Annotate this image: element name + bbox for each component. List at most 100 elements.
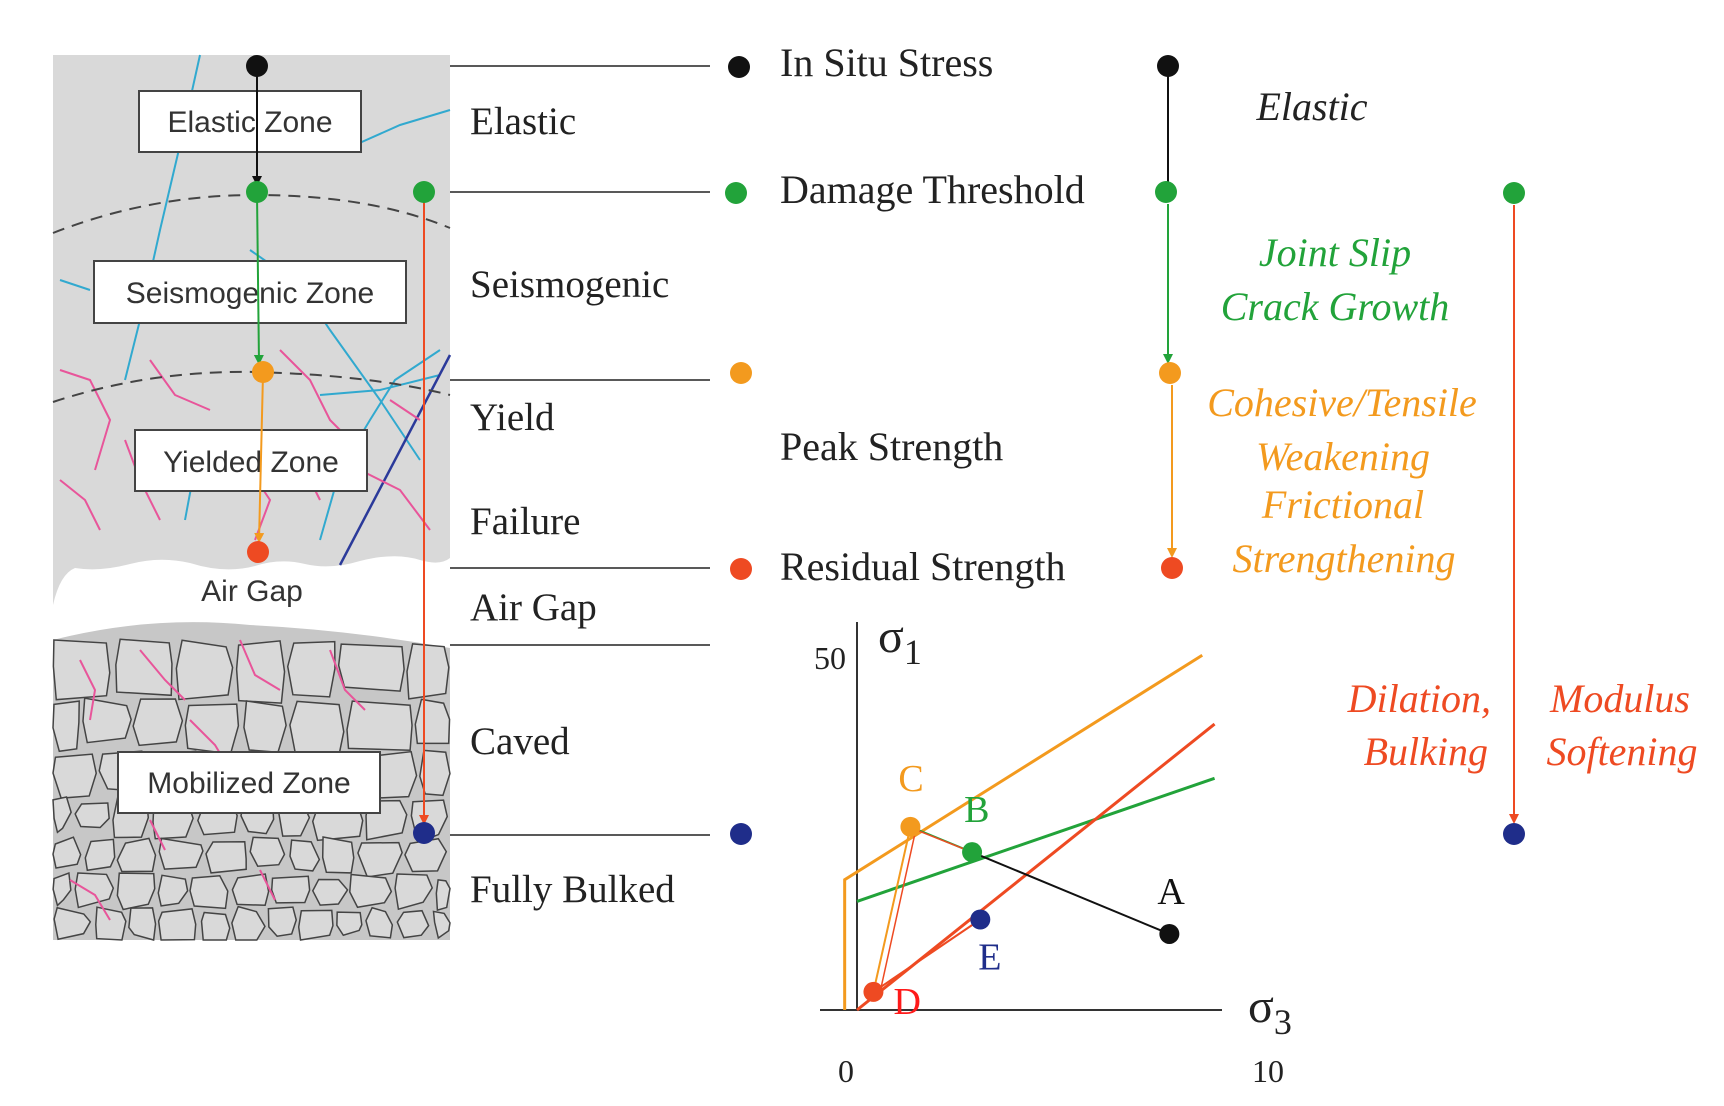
rock-block bbox=[84, 838, 116, 872]
process-joint-slip: Joint Slip bbox=[1259, 230, 1411, 275]
stage-fully-bulked: Fully Bulked bbox=[470, 868, 675, 911]
process-frictional: Frictional bbox=[1261, 482, 1424, 527]
rock-block bbox=[132, 698, 184, 747]
rock-block bbox=[432, 910, 451, 940]
rock-block bbox=[175, 639, 234, 701]
rock-block bbox=[297, 909, 334, 941]
rock-block bbox=[336, 911, 363, 937]
rock-block bbox=[52, 639, 111, 701]
rock-block bbox=[311, 878, 349, 906]
point-e bbox=[970, 909, 991, 930]
rock-block bbox=[406, 643, 450, 700]
rock-block bbox=[52, 836, 82, 869]
point-label-b: B bbox=[964, 789, 989, 831]
mobilized-zone-box: Mobilized Zone bbox=[117, 751, 381, 814]
peak-path-arrow bbox=[254, 373, 265, 543]
rock-block bbox=[235, 640, 286, 704]
rock-block bbox=[157, 908, 197, 941]
rock-block bbox=[52, 871, 72, 907]
point-label-c: C bbox=[898, 758, 923, 800]
x-tick-0: 0 bbox=[838, 1053, 854, 1089]
process-bulking: Bulking bbox=[1364, 729, 1488, 774]
damage-marker bbox=[725, 182, 747, 204]
process-elastic: Elastic bbox=[1255, 84, 1367, 129]
in-situ-dot bbox=[246, 55, 268, 77]
rock-block bbox=[289, 839, 321, 872]
rock-block bbox=[365, 906, 394, 939]
in-situ-stress-label: In Situ Stress bbox=[780, 40, 993, 85]
rock-block bbox=[200, 911, 231, 941]
rock-block bbox=[394, 873, 434, 911]
peak-strength-label: Peak Strength bbox=[780, 424, 1003, 469]
rock-block bbox=[337, 643, 405, 692]
rock-block bbox=[321, 836, 355, 874]
rock-block bbox=[116, 837, 157, 873]
residual-strength-label: Residual Strength bbox=[780, 544, 1066, 589]
process-bulked-dot bbox=[1503, 823, 1525, 845]
damage-threshold-label: Damage Threshold bbox=[780, 167, 1085, 212]
rock-block bbox=[74, 872, 115, 909]
rock-block bbox=[116, 872, 156, 911]
rock-block bbox=[128, 907, 157, 941]
bulked-marker bbox=[730, 823, 752, 845]
process-crack-growth: Crack Growth bbox=[1221, 284, 1450, 329]
point-b bbox=[962, 842, 983, 863]
stage-yield: Yield bbox=[470, 396, 555, 439]
elastic-zone-label: Elastic Zone bbox=[167, 106, 332, 139]
rock-block bbox=[249, 836, 286, 868]
point-a bbox=[1159, 923, 1180, 944]
rock-block bbox=[52, 796, 72, 834]
rock-block bbox=[404, 837, 448, 873]
point-c bbox=[900, 816, 921, 837]
rock-block bbox=[435, 879, 451, 912]
seismogenic-zone-label: Seismogenic Zone bbox=[126, 277, 374, 310]
y-tick-50: 50 bbox=[814, 640, 846, 676]
bulking-start-dot bbox=[413, 181, 435, 203]
damage-path-arrow bbox=[253, 193, 264, 365]
process-modulus: Modulus bbox=[1549, 676, 1690, 721]
seismogenic-zone-box: Seismogenic Zone bbox=[93, 260, 407, 324]
peak-strength-envelope bbox=[843, 653, 1204, 1010]
stage-caved: Caved bbox=[470, 720, 570, 763]
rock-block bbox=[267, 906, 298, 938]
point-d bbox=[863, 981, 884, 1002]
rock-block bbox=[396, 909, 430, 939]
rock-block bbox=[289, 700, 345, 759]
process-damage-dot bbox=[1155, 181, 1177, 203]
stage-seismogenic: Seismogenic bbox=[470, 263, 669, 306]
rock-block bbox=[53, 906, 92, 941]
rock-block bbox=[419, 749, 451, 797]
mobilized-zone-label: Mobilized Zone bbox=[147, 767, 350, 800]
rock-block bbox=[231, 905, 266, 941]
rock-block bbox=[52, 700, 80, 753]
rock-block bbox=[189, 874, 229, 910]
point-label-d: D bbox=[893, 981, 920, 1023]
path-d-to-e bbox=[872, 918, 982, 993]
x-tick-10: 10 bbox=[1252, 1053, 1284, 1089]
rock-block bbox=[414, 698, 451, 745]
path-a-to-b bbox=[970, 850, 1170, 935]
rock-block bbox=[158, 837, 204, 870]
path-c-to-d-residual bbox=[880, 826, 918, 987]
stage-air-gap: Air Gap bbox=[470, 586, 597, 629]
residual-marker bbox=[730, 558, 752, 580]
rock-block bbox=[82, 697, 132, 744]
rock-block bbox=[231, 873, 270, 907]
residual-dot bbox=[247, 541, 269, 563]
elastic-zone-box: Elastic Zone bbox=[138, 90, 362, 153]
point-label-e: E bbox=[978, 937, 1001, 979]
rock-block bbox=[74, 802, 110, 829]
rock-block bbox=[157, 874, 189, 907]
rock-block bbox=[357, 841, 403, 878]
damage-envelope bbox=[856, 776, 1216, 903]
rock-block bbox=[205, 841, 247, 874]
yielded-zone-box: Yielded Zone bbox=[134, 429, 368, 492]
peak-marker bbox=[730, 362, 752, 384]
rock-block bbox=[346, 700, 413, 751]
process-softening: Softening bbox=[1546, 729, 1697, 774]
process-dilation: Dilation, bbox=[1347, 676, 1491, 721]
rock-block bbox=[184, 703, 240, 755]
rock-block bbox=[95, 906, 127, 941]
